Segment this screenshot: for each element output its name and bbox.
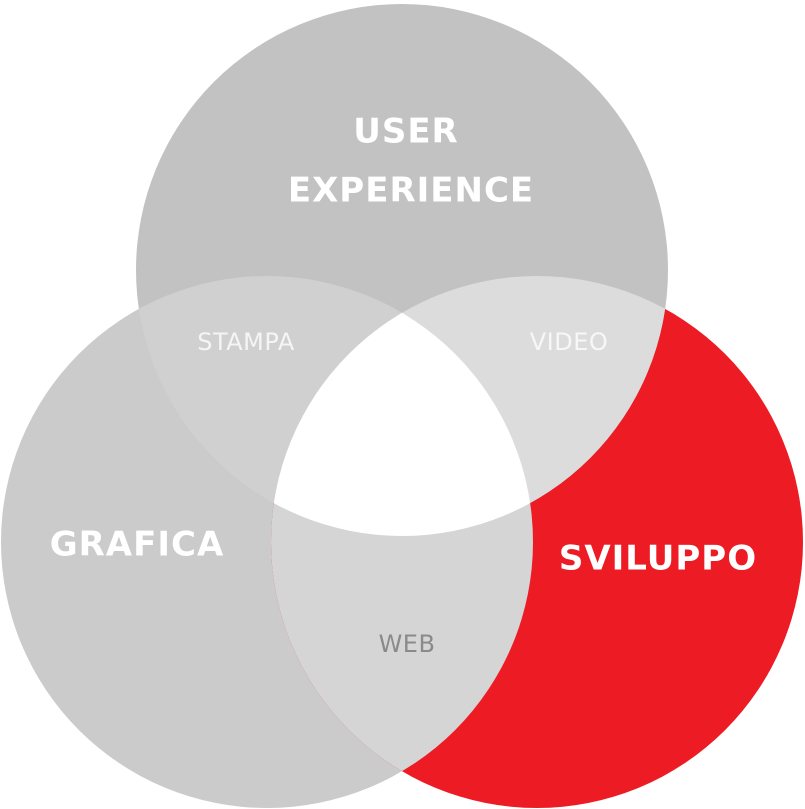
label-sviluppo: SVILUPPO [559, 539, 757, 579]
label-stampa: STAMPA [197, 328, 295, 356]
label-user-experience-line1: USER [353, 112, 459, 152]
label-user-experience-line2: EXPERIENCE [288, 171, 534, 211]
label-video: VIDEO [530, 328, 609, 356]
label-grafica: GRAFICA [50, 525, 225, 565]
center-region [271, 276, 533, 536]
label-web: WEB [379, 630, 436, 658]
